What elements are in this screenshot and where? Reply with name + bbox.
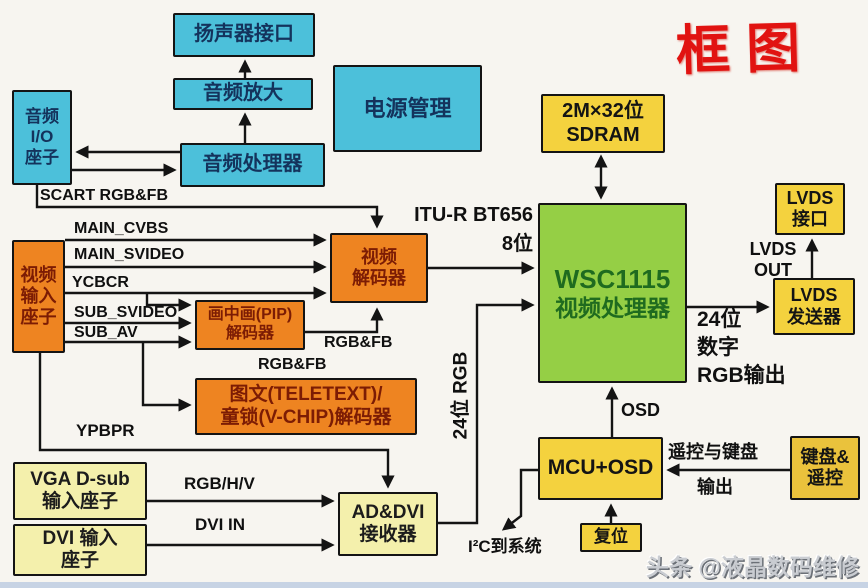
dvi-input-line1: DVI 输入 [42,527,118,549]
reset-box: 复位 [580,523,642,552]
dvi-input-socket-box: DVI 输入 座子 [13,524,147,576]
wsc1115-processor-box: WSC1115 视频处理器 [538,203,687,383]
kb-remote-line2: 遥控 [807,468,843,488]
watermark-text: 头条 @液晶数码维修 [646,554,859,580]
main-svideo-label: MAIN_SVIDEO [74,246,185,263]
vga-input-line2: 输入座子 [41,491,118,512]
audio-io-box: 音频 I/O 座子 [12,90,72,185]
out24-line1: 24位 [697,308,742,331]
i2c-label: I²C到系统 [468,537,542,556]
dvi-in-label: DVI IN [195,515,246,534]
audio-io-line3: 座子 [25,147,59,167]
bits24-rgb-vertical-label: 24位 RGB [450,351,472,440]
lvds-interface-box: LVDS 接口 [775,183,845,235]
pip-decoder-line1: 画中画(PIP) [207,306,293,324]
audio-processor-box: 音频处理器 [180,143,325,187]
video-input-line3: 座子 [20,307,57,328]
vga-input-line1: VGA D-sub [30,468,130,490]
reset-label: 复位 [594,527,628,547]
wire-pip-to-decoder [305,307,384,334]
rgb-output-24bit-label: 24位 数字 RGB输出 [697,306,786,390]
wsc1115-line1: WSC1115 [554,264,671,295]
teletext-line1: 图文(TELETEXT)/ [229,384,383,406]
osd-label: OSD [621,400,661,420]
teletext-vchip-decoder-box: 图文(TELETEXT)/ 童锁(V-CHIP)解码器 [195,378,417,435]
rgbfb-teletext-label: RGB&FB [258,356,327,373]
scart-label: SCART RGB&FB [40,187,168,204]
main-cvbs-label: MAIN_CVBS [74,220,169,237]
audio-processor-label: 音频处理器 [202,153,303,176]
wsc1115-line2: 视频处理器 [555,294,670,321]
mcu-osd-box: MCU+OSD [538,437,663,500]
lvds-transmitter-box: LVDS 发送器 [773,278,855,335]
video-decoder-line1: 视频 [361,246,397,267]
pip-decoder-box: 画中画(PIP) 解码器 [195,300,305,350]
sub-svideo-label: SUB_SVIDEO [74,304,178,321]
video-input-line2: 输入 [20,285,57,306]
mcu-osd-label: MCU+OSD [547,456,654,480]
vga-input-socket-box: VGA D-sub 输入座子 [13,462,147,520]
sdram-line2: SDRAM [566,123,640,146]
sdram-line1: 2M×32位 [562,99,644,122]
ypbpr-label: YPBPR [76,421,135,440]
out24-line2: 数字 [697,336,739,359]
lvds-out-label: LVDS OUT [742,239,804,281]
video-decoder-line2: 解码器 [352,268,406,288]
out24-line3: RGB输出 [697,364,786,387]
itu-line1: ITU-R BT656 [414,204,533,226]
ycbcr-label: YCBCR [72,274,129,291]
audio-amp-label: 音频放大 [203,82,283,105]
title-stamp: 框图 [675,17,817,82]
bottom-bar [0,582,868,588]
pip-decoder-line2: 解码器 [225,325,274,342]
power-management-box: 电源管理 [333,65,482,152]
lvds-if-line1: LVDS [786,187,834,208]
video-decoder-box: 视频 解码器 [330,233,428,303]
remote-kb-line2-label: 输出 [697,477,733,497]
sub-av-label: SUB_AV [74,324,138,341]
dvi-input-line2: 座子 [60,550,99,571]
teletext-line2: 童锁(V-CHIP)解码器 [220,406,392,428]
lvds-if-line2: 接口 [792,209,828,229]
addvi-line1: AD&DVI [351,501,425,523]
keyboard-remote-box: 键盘& 遥控 [790,436,860,500]
speaker-interface-box: 扬声器接口 [173,13,315,57]
speaker-interface-label: 扬声器接口 [194,23,294,46]
kb-remote-line1: 键盘& [800,446,850,467]
lvds-tx-line2: 发送器 [787,306,841,327]
lvds-tx-line1: LVDS [790,285,838,306]
video-input-socket-box: 视频 输入 座子 [12,240,65,353]
ad-dvi-receiver-box: AD&DVI 接收器 [338,492,438,556]
audio-amp-box: 音频放大 [173,78,313,110]
rgbhv-label: RGB/H/V [184,474,255,493]
itu-bt656-label: ITU-R BT656 8位 [388,204,533,256]
rgbfb-pip-label: RGB&FB [324,334,393,351]
lvds-out-line1: LVDS [749,239,797,259]
addvi-line2: 接收器 [359,524,417,545]
audio-io-line2: I/O [30,127,54,147]
audio-io-line1: 音频 [25,107,59,127]
wire-i2c [501,468,538,531]
sdram-box: 2M×32位 SDRAM [541,94,665,153]
lvds-out-line2: OUT [754,260,792,280]
power-management-label: 电源管理 [363,95,452,121]
video-input-line1: 视频 [20,264,57,285]
remote-kb-line1-label: 遥控与键盘 [668,442,758,462]
itu-line2: 8位 [501,233,533,255]
wire-to-teletext [141,342,192,412]
